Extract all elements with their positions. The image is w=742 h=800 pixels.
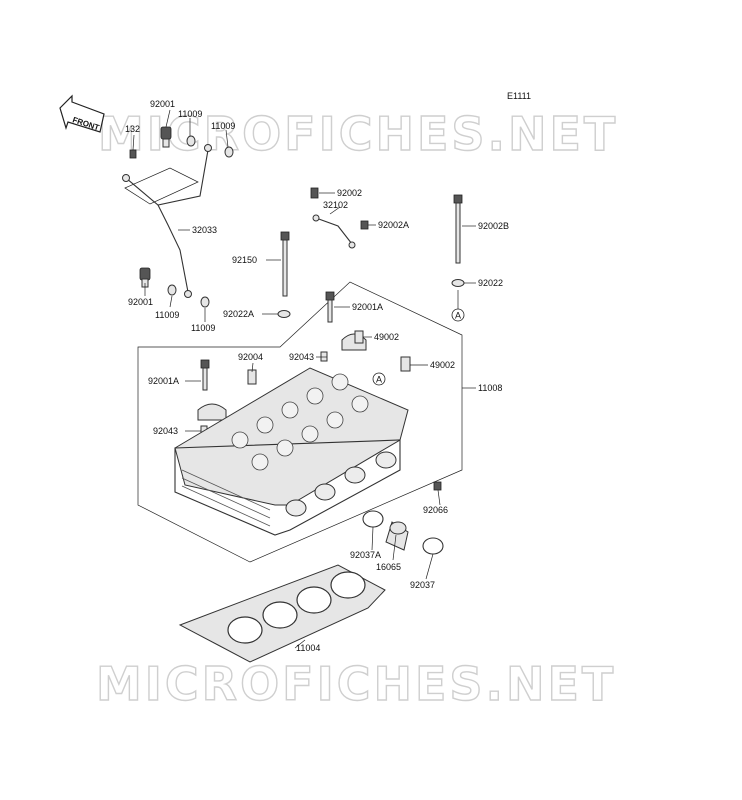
label-92004: 92004 <box>238 352 263 362</box>
bolt-92001a-upper <box>325 291 335 323</box>
stud-bolt-92150 <box>280 231 290 297</box>
label-92002b: 92002B <box>478 221 509 231</box>
cylinder-head-11008 <box>174 367 409 536</box>
banjo-bolt-top <box>160 126 172 148</box>
holder-16065 <box>385 521 409 551</box>
label-92150: 92150 <box>232 255 257 265</box>
plug-49002-b <box>400 356 411 372</box>
label-132: 132 <box>125 124 140 134</box>
svg-text:A: A <box>376 375 382 385</box>
label-11009-b: 11009 <box>211 121 235 131</box>
washer-11009-b <box>224 146 234 158</box>
label-92001a-upper: 92001A <box>352 302 383 312</box>
label-11009-c: 11009 <box>155 310 179 320</box>
bolt-92066 <box>433 481 442 491</box>
bolt-92002 <box>310 187 319 199</box>
assembly-outline <box>137 281 463 563</box>
label-49002-a: 49002 <box>374 332 399 342</box>
clamp-92037 <box>422 537 444 555</box>
cam-cap-left <box>197 403 227 421</box>
part-labels: 92001 11009 132 11009 32033 92001 11009 … <box>125 99 509 653</box>
washer-92022a <box>277 310 291 318</box>
head-gasket-11004 <box>178 564 386 663</box>
callout-a-head: A <box>372 372 386 386</box>
label-49002-b: 49002 <box>430 360 455 370</box>
label-92037a: 92037A <box>350 550 381 560</box>
diagram-code: E1111 <box>507 91 531 101</box>
label-11009-a: 11009 <box>178 109 202 119</box>
label-92022: 92022 <box>478 278 503 288</box>
leader-lines <box>132 109 476 649</box>
label-92002: 92002 <box>337 188 362 198</box>
pipe-32102 <box>312 214 356 249</box>
label-92043-b: 92043 <box>153 426 178 436</box>
callout-a-top: A <box>451 308 465 322</box>
dowel-92043-a <box>320 351 328 362</box>
bolt-92001a-left <box>200 359 210 391</box>
label-92066: 92066 <box>423 505 448 515</box>
label-92001-bottom: 92001 <box>128 297 153 307</box>
washer-11009-d <box>200 296 210 308</box>
label-11008: 11008 <box>478 383 502 393</box>
washer-11009-c <box>167 284 177 296</box>
washer-11009-a <box>186 135 196 147</box>
label-32033: 32033 <box>192 225 217 235</box>
clamp-92037a <box>362 510 384 528</box>
label-32102: 32102 <box>323 200 348 210</box>
label-11009-d: 11009 <box>191 323 215 333</box>
label-16065: 16065 <box>376 562 401 572</box>
front-arrow-icon: FRONT <box>59 94 105 133</box>
washer-92022 <box>451 279 465 287</box>
bolt-92002a <box>360 220 369 230</box>
watermark-bottom: MICROFICHES.NET <box>96 657 616 711</box>
label-92043-a: 92043 <box>289 352 314 362</box>
oil-pipe-32033 <box>122 144 212 298</box>
stud-bolt-92002b <box>453 194 463 264</box>
label-92022a: 92022A <box>223 309 254 319</box>
plug-49002-a <box>354 330 364 344</box>
label-92002a: 92002A <box>378 220 409 230</box>
pin-92004 <box>247 369 257 385</box>
label-11004: 11004 <box>296 643 320 653</box>
label-92001-top: 92001 <box>150 99 175 109</box>
watermark-top: MICROFICHES.NET <box>98 107 618 161</box>
label-92001a-left: 92001A <box>148 376 179 386</box>
label-92037: 92037 <box>410 580 435 590</box>
bolt-132 <box>129 149 137 159</box>
svg-text:A: A <box>455 311 461 321</box>
